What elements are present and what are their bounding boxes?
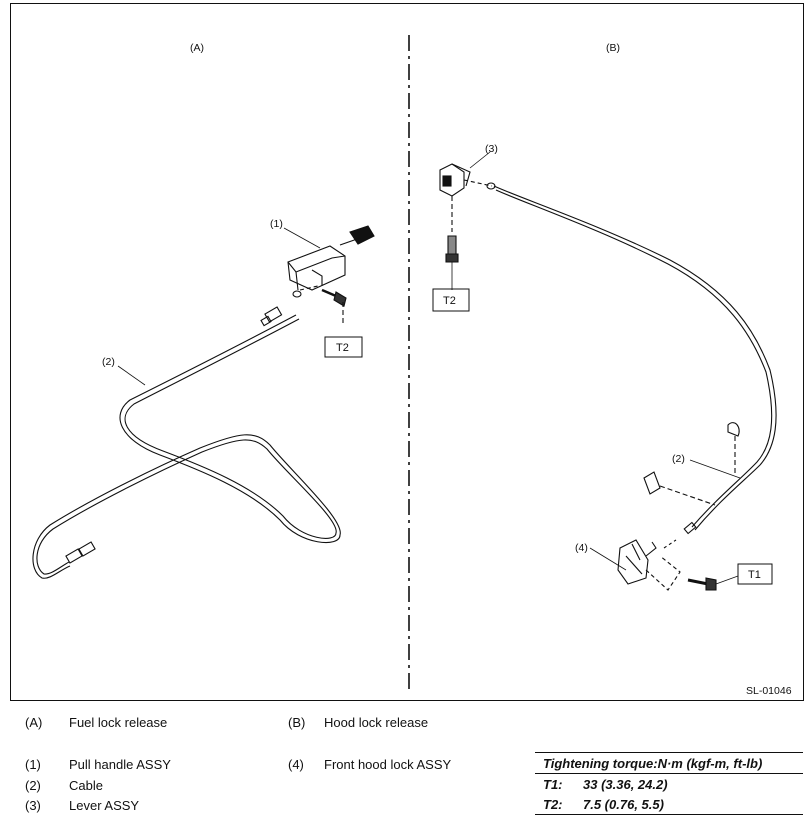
cable-clip-upper bbox=[727, 422, 740, 474]
legend-text: Fuel lock release bbox=[69, 715, 168, 730]
torque-key: T2: bbox=[543, 797, 563, 812]
legend-key: (B) bbox=[288, 715, 306, 730]
torque-key: T1: bbox=[543, 777, 563, 792]
panel-b-label: (B) bbox=[606, 42, 620, 54]
panel-a-label: (A) bbox=[190, 42, 204, 54]
cable-clip-lower bbox=[643, 471, 716, 506]
release-cable-diagram: (A) (B) SL-01046 bbox=[10, 3, 804, 701]
torque-box-t2-a: T2 bbox=[336, 342, 349, 354]
cable-end-fitting bbox=[65, 548, 83, 564]
callout-2-a: (2) bbox=[102, 356, 115, 368]
legend-key: (3) bbox=[25, 798, 41, 813]
legend-part-2: (2) Cable bbox=[25, 778, 103, 793]
legend-key: (2) bbox=[25, 778, 41, 793]
torque-value: 7.5 (0.76, 5.5) bbox=[583, 797, 664, 812]
torque-value: 33 (3.36, 24.2) bbox=[583, 777, 668, 792]
legend-text: Front hood lock ASSY bbox=[324, 757, 452, 772]
legend-text: Pull handle ASSY bbox=[69, 757, 171, 772]
fuel-lock-assembly bbox=[32, 225, 375, 579]
legend-text: Hood lock release bbox=[324, 715, 429, 730]
legend-key: (1) bbox=[25, 757, 41, 772]
legend-key: (4) bbox=[288, 757, 304, 772]
callout-1: (1) bbox=[270, 218, 283, 230]
legend-panel-b: (B) Hood lock release bbox=[288, 715, 428, 730]
legend-text: Cable bbox=[69, 778, 103, 793]
torque-box-t2-b: T2 bbox=[443, 295, 456, 307]
fuel-release-cable bbox=[32, 290, 341, 579]
front-hood-lock-assy bbox=[617, 539, 681, 591]
legend-part-3: (3) Lever ASSY bbox=[25, 798, 139, 813]
torque-box-t1: T1 bbox=[748, 569, 761, 581]
legend-panel-a: (A) Fuel lock release bbox=[25, 715, 167, 730]
hood-lock-bolt bbox=[687, 575, 739, 591]
fuel-bolt bbox=[299, 285, 347, 323]
hood-release-cable bbox=[486, 182, 777, 535]
torque-row-t1: T1: 33 (3.36, 24.2) bbox=[535, 774, 803, 794]
callout-4: (4) bbox=[575, 542, 588, 554]
hood-lock-assembly bbox=[432, 151, 777, 591]
diagram-frame bbox=[10, 3, 804, 701]
legend-part-4: (4) Front hood lock ASSY bbox=[288, 757, 451, 772]
legend-key: (A) bbox=[25, 715, 43, 730]
legend-part-1: (1) Pull handle ASSY bbox=[25, 757, 171, 772]
torque-table: Tightening torque:N·m (kgf-m, ft-lb) T1:… bbox=[535, 752, 803, 815]
callout-2-b: (2) bbox=[672, 453, 685, 465]
torque-row-t2: T2: 7.5 (0.76, 5.5) bbox=[535, 794, 803, 815]
torque-header: Tightening torque:N·m (kgf-m, ft-lb) bbox=[535, 752, 803, 774]
pull-handle-assy bbox=[287, 225, 375, 291]
figure-code: SL-01046 bbox=[746, 685, 792, 697]
legend-text: Lever ASSY bbox=[69, 798, 140, 813]
lever-bolt bbox=[445, 235, 459, 290]
lever-assy bbox=[439, 163, 493, 232]
callout-3: (3) bbox=[485, 143, 498, 155]
